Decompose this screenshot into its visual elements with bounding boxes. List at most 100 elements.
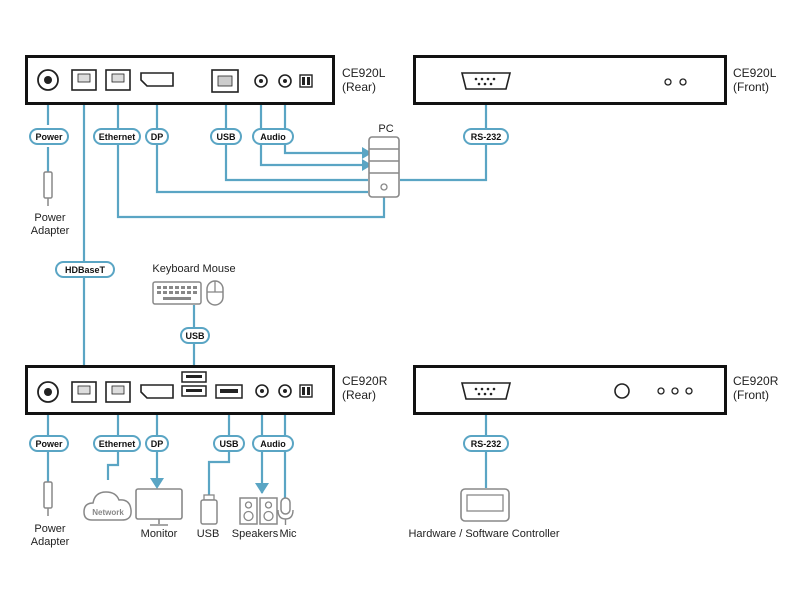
svg-text:Audio: Audio [260,439,286,449]
cable-tx-ethernet [116,92,386,219]
rx-front-name: CE920R [733,374,779,388]
monitor-label: Monitor [141,528,178,540]
mouse-icon [206,280,224,306]
usb-device-label: USB [197,528,220,540]
svg-text:Audio: Audio [260,132,286,142]
svg-text:DP: DP [151,132,164,142]
tx-dip-switch-1 [302,77,305,85]
tx-ethernet-port-inner [111,73,125,83]
pill-tx-rs232: RS-232 [463,128,509,145]
tx-led-2-icon [679,78,687,86]
mic-label: Mic [279,528,297,540]
monitor-icon [135,488,183,526]
pc-icon [368,136,400,198]
rx-rear-name: CE920R [342,374,388,388]
tx-power-jack-icon [37,69,59,91]
svg-text:Power: Power [35,132,63,142]
power-adapter-top-label-1: Power [34,212,66,224]
rx-audio-out-jack-icon [255,384,269,398]
tx-ethernet-port-icon [105,69,131,91]
power-adapter-top-icon [43,171,53,206]
svg-text:RS-232: RS-232 [471,132,502,142]
pill-rx-ethernet: Ethernet [93,435,141,452]
network-label: Network [92,508,124,517]
pill-tx-audio: Audio [252,128,294,145]
pill-tx-power: Power [29,128,69,145]
rx-hdbaset-port-icon [71,381,97,403]
tx-front-side: (Front) [733,80,769,94]
cable-tx-dp [155,92,368,194]
tx-rear-name: CE920L [342,66,386,80]
rx-pushbutton-icon [614,383,630,399]
tx-hdbaset-port-inner [77,73,91,83]
arrow-monitor [150,478,164,489]
rx-rs232-port-icon [460,382,512,400]
cable-tx-audio-out [259,88,368,167]
tx-rs232-port-icon [460,72,512,90]
cable-tx-usb [224,92,368,182]
power-adapter-bottom-icon [43,481,53,516]
pill-rx-rs232: RS-232 [463,435,509,452]
svg-text:HDBaseT: HDBaseT [65,265,106,275]
network-cloud-icon [83,491,132,521]
tx-rear-side: (Rear) [342,80,376,94]
rx-rear-unit [25,365,335,415]
tx-audio-out-jack-core [259,79,263,83]
pill-hdbaset: HDBaseT [55,261,115,278]
usb-device-icon [200,494,218,525]
tx-usb-b-port-icon [211,69,239,93]
tx-led-1-icon [664,78,672,86]
rx-dip-switch-icon [299,384,313,398]
svg-text:DP: DP [151,439,164,449]
pc-label: PC [378,123,393,135]
port-labels: Power Ethernet DP USB Audio RS-232 HDBas… [29,128,509,452]
tx-front-panel [416,58,724,102]
arrow-speakers [255,483,269,494]
tx-rear-unit [25,55,335,105]
power-adapter-top-label-2: Adapter [31,225,70,237]
rx-power-jack-icon [37,381,59,403]
arrow-pc-audio-in [362,147,372,159]
pill-rx-dp: DP [145,435,169,452]
cable-tx-rs232 [400,88,488,182]
tx-audio-in-jack-icon [278,74,292,88]
pill-kbm-usb: USB [180,327,210,344]
pill-tx-ethernet: Ethernet [93,128,141,145]
rx-rear-side: (Rear) [342,388,376,402]
power-adapter-bottom-label-1: Power [34,523,66,535]
tx-audio-in-jack-core [283,79,287,83]
tx-usb-b-port-inner [217,75,233,87]
pill-tx-dp: DP [145,128,169,145]
arrow-pc-audio-out [362,159,372,171]
speakers-icon [239,497,278,525]
svg-text:Power: Power [35,439,63,449]
rx-front-side: (Front) [733,388,769,402]
mic-icon [277,497,294,525]
tx-audio-out-jack-icon [254,74,268,88]
tx-dp-port-icon [140,72,174,87]
tx-power-jack-core [44,76,52,84]
svg-text:USB: USB [185,331,205,341]
rx-front-unit [413,365,727,415]
rx-led-2-icon [671,387,679,395]
pill-tx-usb: USB [210,128,242,145]
pill-rx-audio: Audio [252,435,294,452]
tx-hdbaset-port-icon [71,69,97,91]
pill-rx-power: Power [29,435,69,452]
power-adapter-bottom-label-2: Adapter [31,536,70,548]
rx-usb-a-lower-icon [181,385,207,397]
rx-usb-a-port-icon [215,384,243,399]
tx-dip-switch-2 [307,77,310,85]
svg-text:USB: USB [216,132,236,142]
svg-text:Ethernet: Ethernet [99,439,136,449]
tx-dip-switch-icon [299,74,313,88]
rx-led-3-icon [685,387,693,395]
controller-label: Hardware / Software Controller [408,528,559,540]
keyboard-icon [152,281,202,305]
rx-led-1-icon [657,387,665,395]
tx-front-name: CE920L [733,66,777,80]
speakers-label: Speakers [232,528,279,540]
cable-rx-usb [207,405,231,495]
